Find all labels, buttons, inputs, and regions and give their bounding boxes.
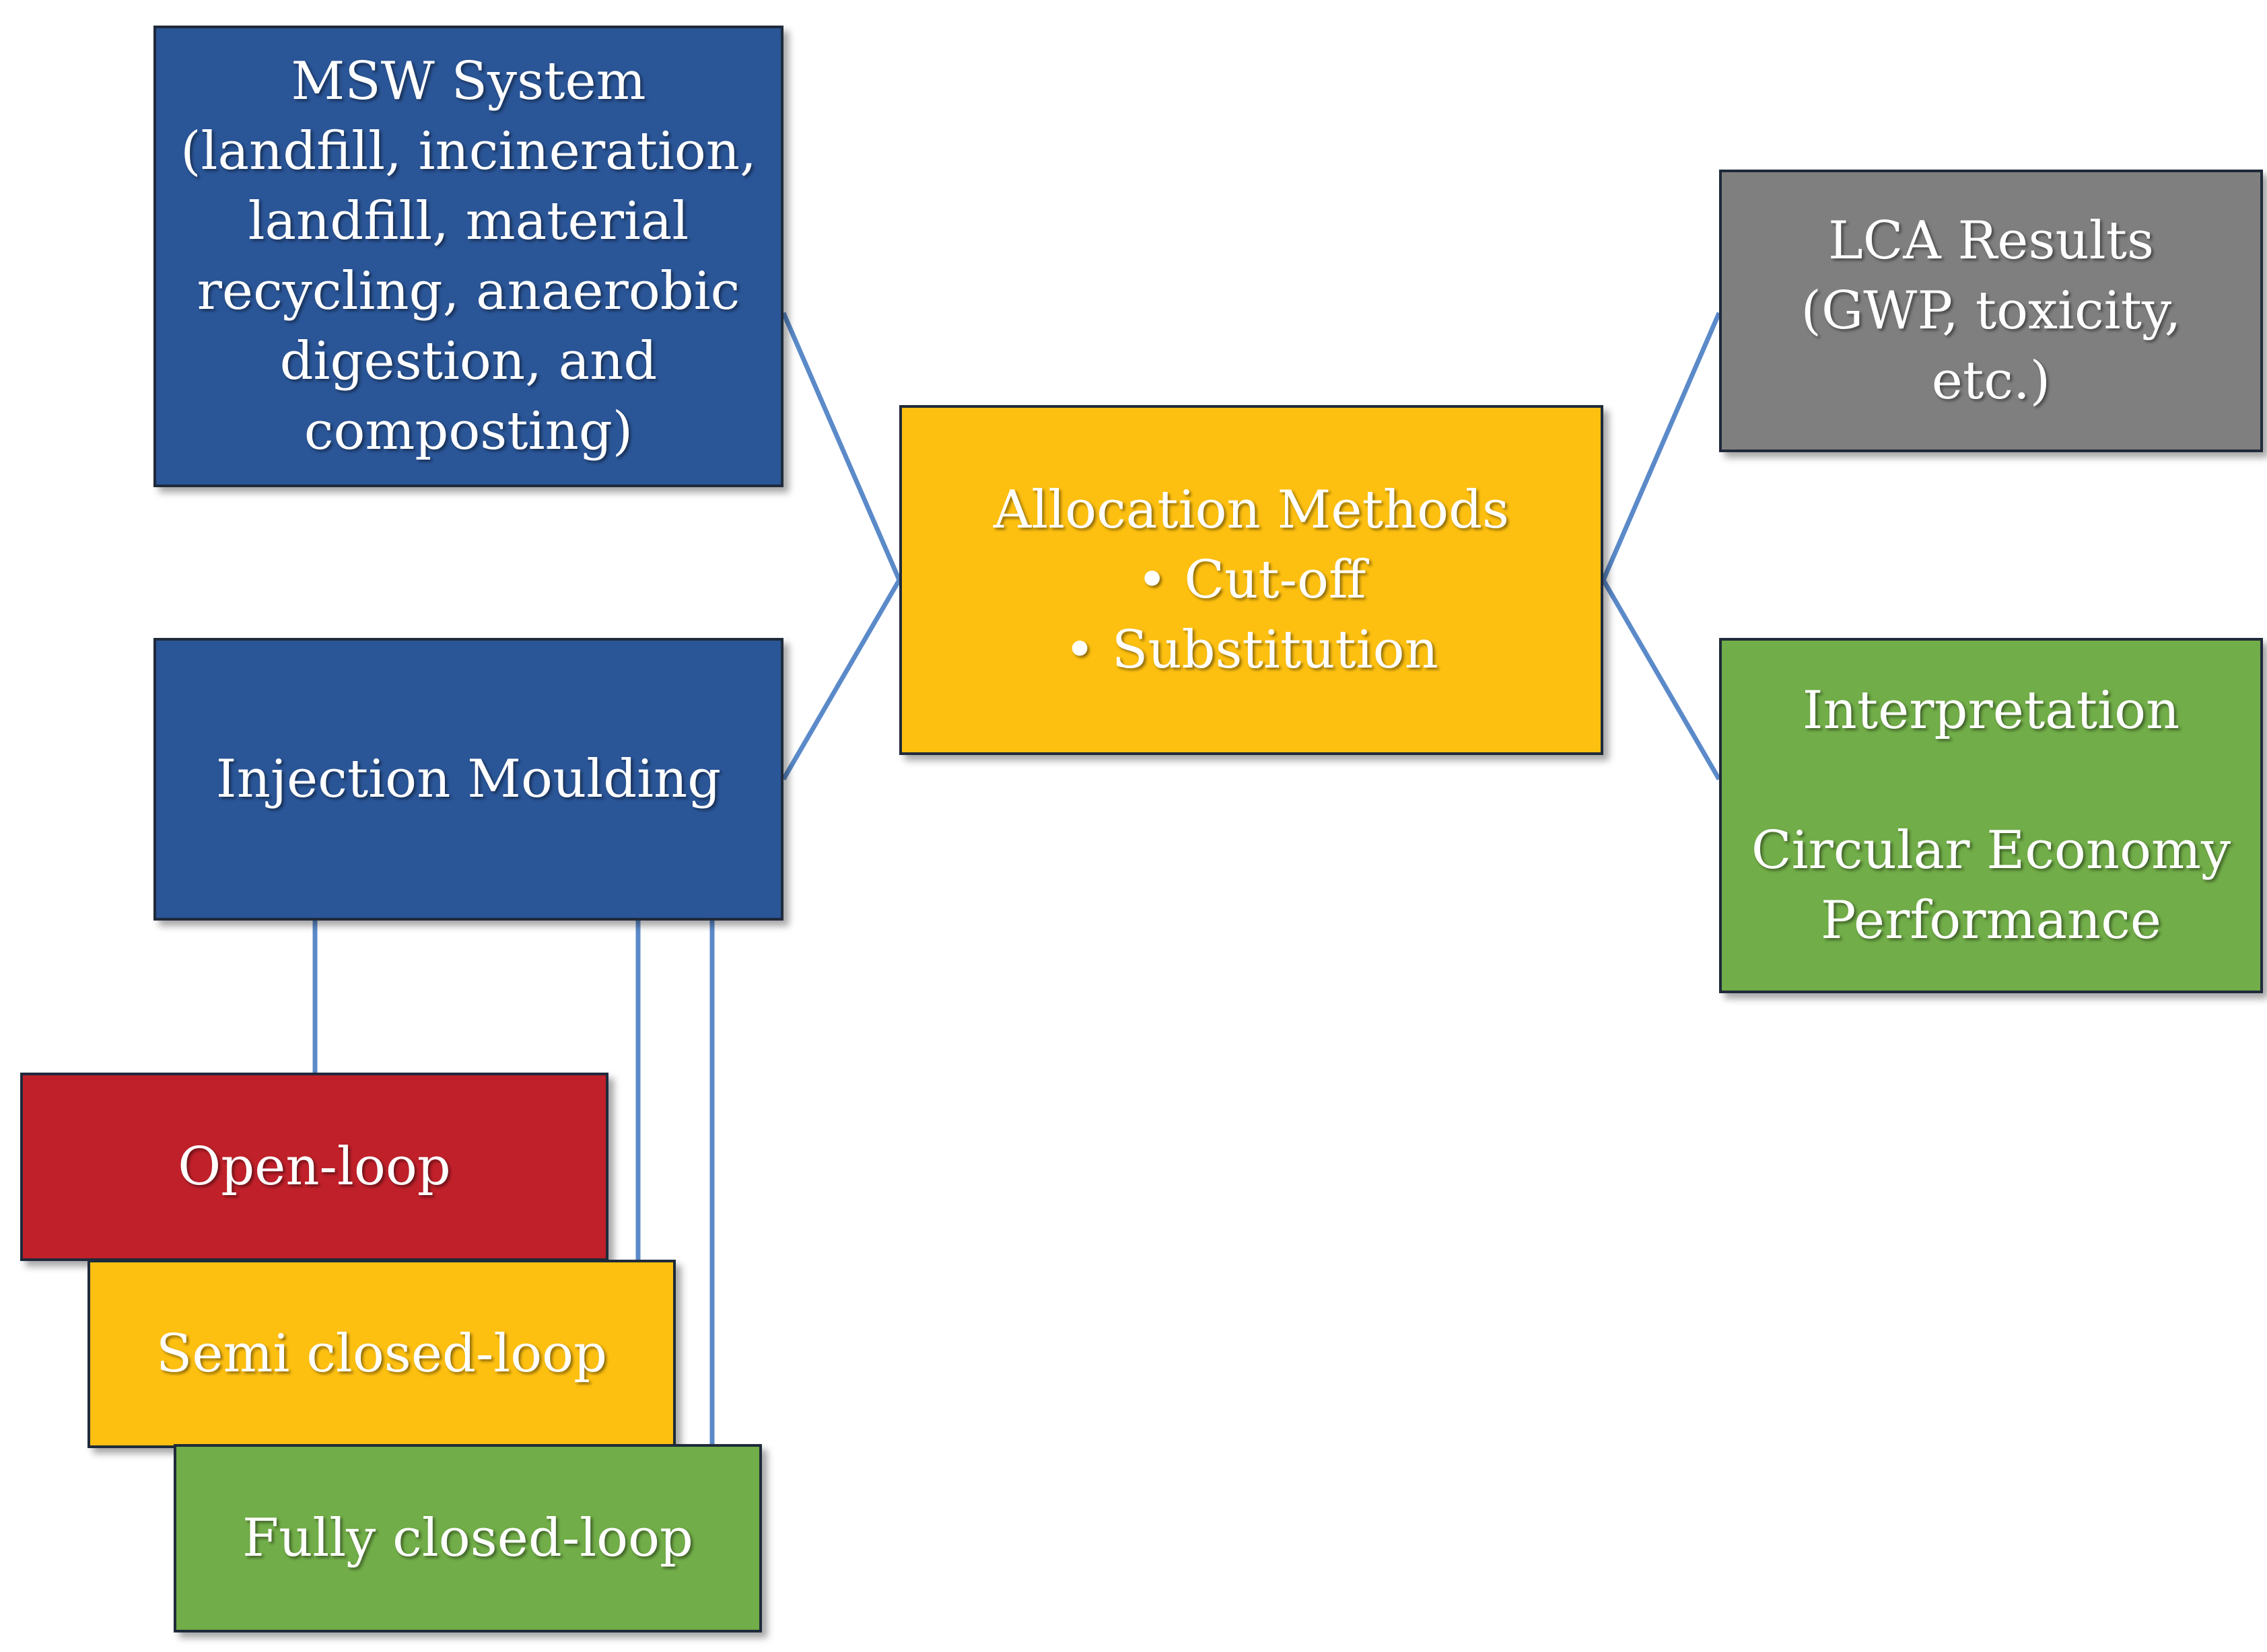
msw-system-line-6: composting) <box>304 401 633 462</box>
injection-moulding-label: Injection Moulding <box>215 749 722 810</box>
injection-moulding-box: Injection Moulding <box>153 638 783 921</box>
lca-results-line-3: etc.) <box>1931 351 2051 411</box>
fully-closed-loop-box: Fully closed-loop <box>174 1444 762 1632</box>
msw-system-line-2: (landfill, incineration, <box>180 121 757 182</box>
edge-injection-to-allocation <box>781 579 902 781</box>
msw-system-box: MSW System (landfill, incineration, land… <box>153 26 783 487</box>
allocation-item-cut-off: • Cut-off <box>1136 550 1366 610</box>
fully-closed-loop-label: Fully closed-loop <box>242 1508 693 1569</box>
allocation-item-substitution: • Substitution <box>1064 620 1438 680</box>
msw-system-line-1: MSW System <box>291 51 646 112</box>
open-loop-label: Open-loop <box>178 1137 451 1197</box>
interpretation-title: Interpretation <box>1802 680 2180 741</box>
open-loop-box: Open-loop <box>20 1073 608 1261</box>
interpretation-subtitle-line-1: Circular Economy <box>1751 820 2231 881</box>
lca-results-line-1: LCA Results <box>1827 211 2155 271</box>
allocation-methods-title: Allocation Methods <box>993 480 1510 540</box>
edge-allocation-to-interpretation <box>1601 579 1722 781</box>
interpretation-subtitle-line-2: Performance <box>1820 890 2162 951</box>
msw-system-line-4: recycling, anaerobic <box>197 261 740 322</box>
edge-allocation-to-lca <box>1601 312 1722 581</box>
interpretation-box: Interpretation Circular Economy Performa… <box>1719 638 2263 993</box>
lca-results-box: LCA Results (GWP, toxicity, etc.) <box>1719 170 2263 452</box>
msw-system-line-5: digestion, and <box>279 331 658 392</box>
edge-msw-to-allocation <box>781 312 902 581</box>
semi-closed-loop-label: Semi closed-loop <box>155 1324 608 1384</box>
lca-results-line-2: (GWP, toxicity, <box>1801 281 2182 341</box>
allocation-methods-box: Allocation Methods • Cut-off • Substitut… <box>899 405 1603 755</box>
semi-closed-loop-box: Semi closed-loop <box>88 1260 676 1448</box>
msw-system-line-3: landfill, material <box>248 191 689 252</box>
